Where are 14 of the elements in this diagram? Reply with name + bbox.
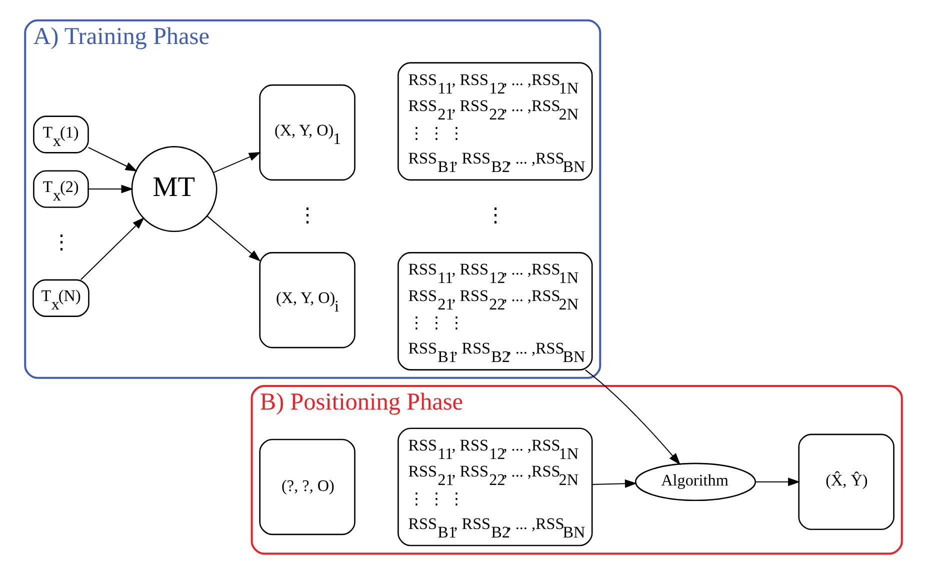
arrow xyxy=(755,478,800,486)
arrow xyxy=(80,217,144,280)
node-box: (?, ?, O) xyxy=(258,438,355,536)
label: ⋮ xyxy=(297,204,318,226)
arrow xyxy=(584,370,680,465)
arrow xyxy=(88,146,138,172)
node-ellipse: Algorithm xyxy=(634,462,756,501)
arrow xyxy=(88,184,133,194)
arrow xyxy=(212,152,261,174)
label: ⋮ xyxy=(485,204,506,226)
node-box: (X̂, Ŷ) xyxy=(798,434,894,530)
label: ⋮ xyxy=(50,232,71,254)
arrow xyxy=(206,216,260,262)
arrow xyxy=(592,479,637,488)
